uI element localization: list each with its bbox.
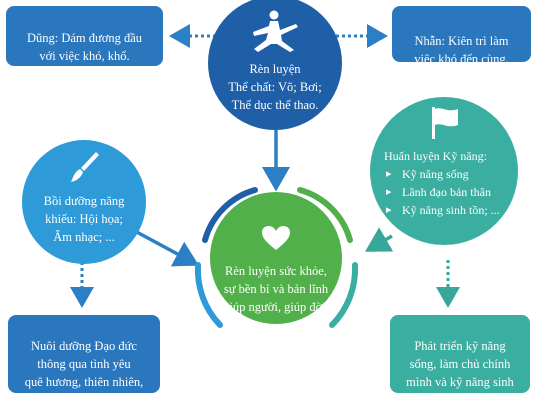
box-ethics: Nuôi dưỡng Đạo đức thông qua tình yêu qu…: [8, 315, 160, 407]
circle-center-text: Rèn luyện sức khỏe, sự bền bỉ và bản lĩn…: [223, 264, 329, 314]
box-nhan: Nhẫn: Kiên trì làm việc khó đến cùng.: [392, 6, 531, 66]
circle-talent-text: Bồi dưỡng năng khiếu: Hội họa; Âm nhạc; …: [43, 194, 125, 244]
paintbrush-icon: [71, 152, 99, 182]
circle-skills-title: Huấn luyện Kỹ năng:: [384, 149, 487, 163]
box-ethics-text: Nuôi dưỡng Đạo đức thông qua tình yêu qu…: [24, 339, 144, 407]
circle-center: Rèn luyện sức khỏe, sự bền bỉ và bản lĩn…: [210, 192, 342, 324]
martial-arts-icon: [253, 10, 298, 52]
flag-icon: [432, 107, 458, 139]
circle-physical: Rèn luyện Thể chất: Võ; Bơi; Thể dục thể…: [208, 0, 342, 130]
skills-list: Kỹ năng sống Lãnh đạo bản thân Kỹ năng s…: [384, 165, 510, 219]
circle-skills: Huấn luyện Kỹ năng: Kỹ năng sống Lãnh đạ…: [370, 97, 518, 245]
circle-talent: Bồi dưỡng năng khiếu: Hội họa; Âm nhạc; …: [22, 140, 146, 264]
circle-physical-text: Rèn luyện Thể chất: Võ; Bơi; Thể dục thể…: [228, 62, 322, 112]
box-dung: Dũng: Dám đương đầu với việc khó, khổ. V…: [6, 6, 163, 81]
box-dung-text: Dũng: Dám đương đầu với việc khó, khổ. V…: [26, 31, 143, 81]
link-left-to-center: [132, 228, 200, 267]
box-nhan-text: Nhẫn: Kiên trì làm việc khó đến cùng.: [414, 34, 509, 66]
skill-item: Lãnh đạo bản thân: [384, 183, 510, 201]
box-life-skills: Phát triển kỹ năng sống, làm chủ chính m…: [390, 315, 530, 407]
circle-skills-body: Huấn luyện Kỹ năng: Kỹ năng sống Lãnh đạ…: [384, 147, 510, 219]
center-ring: [194, 187, 359, 328]
skill-item: Kỹ năng sinh tồn; ...: [384, 201, 510, 219]
connectors: [70, 24, 460, 308]
link-right-to-center: [364, 227, 394, 252]
box-life-skills-text: Phát triển kỹ năng sống, làm chủ chính m…: [406, 339, 514, 407]
heart-icon: [262, 226, 290, 250]
skill-item: Kỹ năng sống: [384, 165, 510, 183]
